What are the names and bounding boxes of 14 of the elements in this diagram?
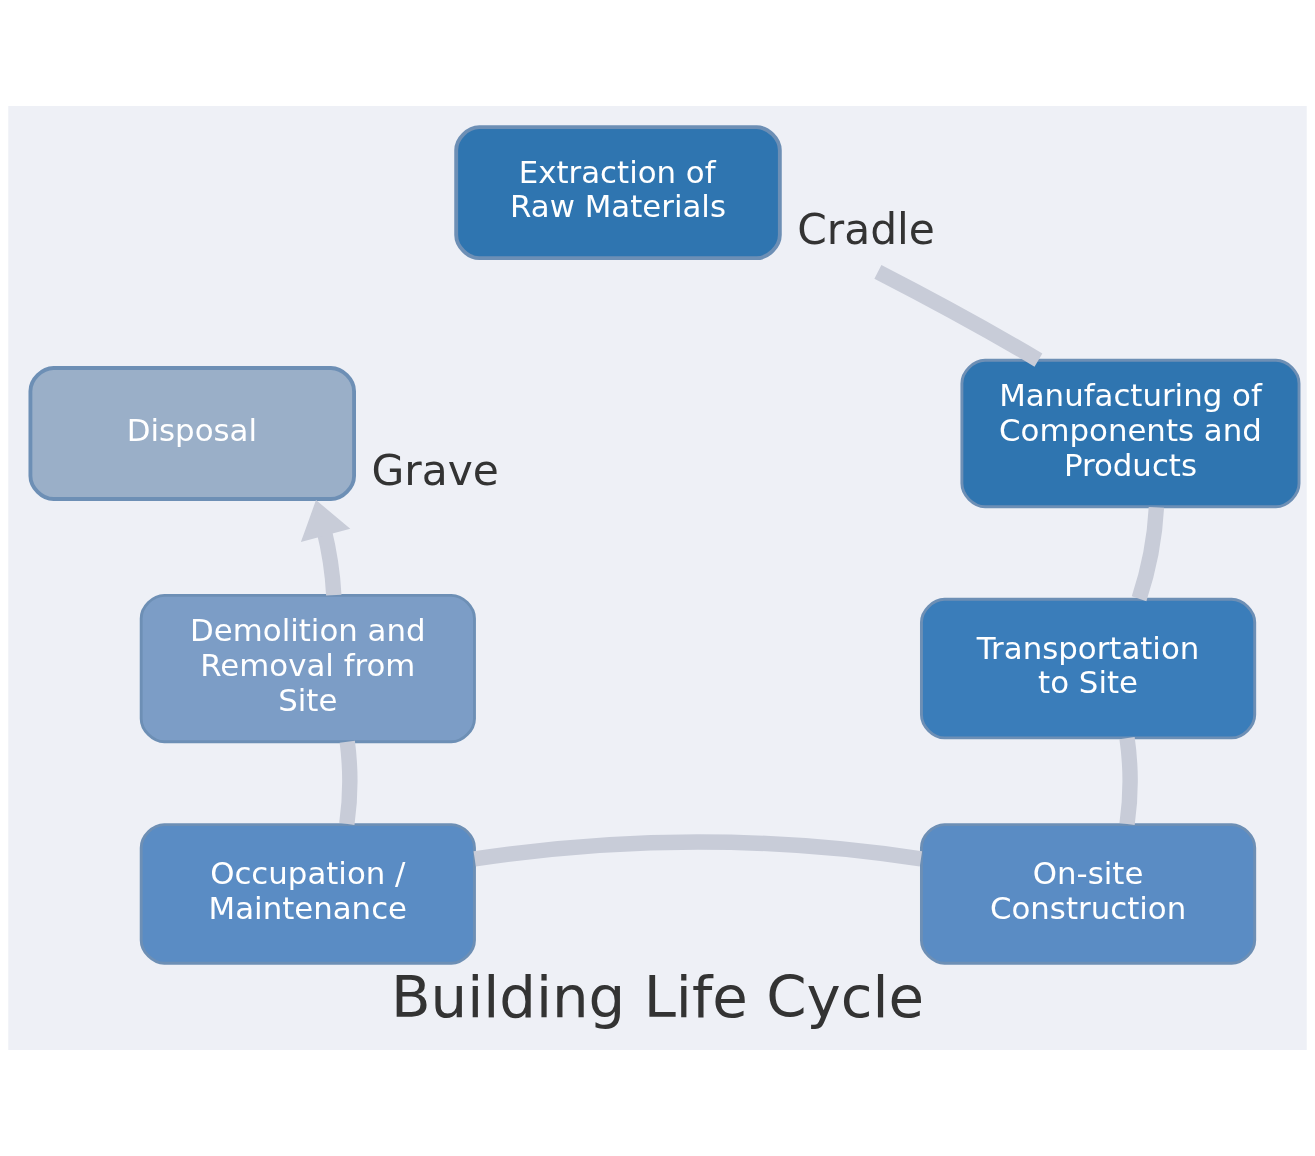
connector: [339, 740, 358, 825]
node-box: Transportation to Site: [920, 597, 1257, 740]
node-box: On-site Construction: [920, 823, 1257, 965]
node-label: Grave: [371, 445, 499, 495]
diagram-title: Building Life Cycle: [390, 963, 925, 1032]
connector: [1131, 506, 1165, 602]
node-box: Manufacturing of Components and Products: [960, 358, 1301, 509]
node-box: Occupation / Maintenance: [139, 823, 476, 965]
arrow: [300, 500, 351, 596]
connector: [473, 834, 923, 867]
node-label: Cradle: [797, 204, 935, 254]
connector: [1119, 737, 1138, 825]
node-box: Demolition and Removal from Site: [139, 593, 476, 744]
connector: [874, 265, 1043, 367]
